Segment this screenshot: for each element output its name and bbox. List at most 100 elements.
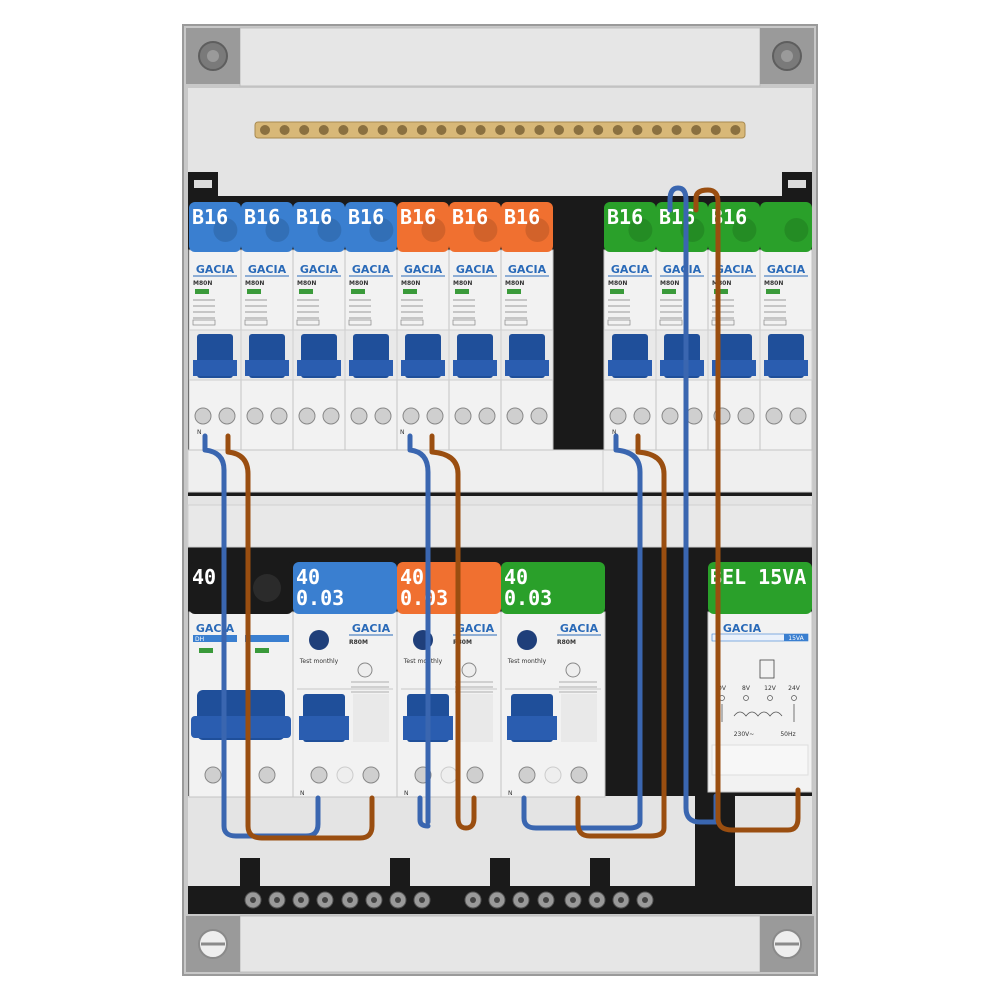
rcd-sensitivity: 0.03 [504,586,552,610]
busbar-hole [632,125,643,135]
busbar-hole [397,125,408,135]
neutral-label: N [300,790,305,797]
status-indicator [299,289,313,294]
cover-strip-middle [187,504,813,548]
terminal-screw [454,407,472,425]
neutral-terminal-bar [188,796,812,914]
breaker-rating: B16 [400,205,436,229]
terminal-screw [506,407,524,425]
busbar-hole [416,125,427,135]
test-button[interactable] [517,630,537,650]
breaker-brand: GACIA [456,263,495,276]
terminal-screw [350,407,368,425]
rcd-brand: GACIA [352,622,391,635]
busbar-hole [299,125,310,135]
busbar-hole [456,125,466,135]
breaker-model: M80N [453,280,472,287]
main-switch-model: DH [195,636,204,643]
cap-screw-cover [732,218,757,242]
rcd-sensitivity: 0.03 [296,586,344,610]
breaker-model: M80N [608,280,627,287]
rcd-brand: GACIA [456,622,495,635]
terminal-screw [374,407,392,425]
rcd-sensitivity: 0.03 [400,586,448,610]
tap-label: 0V [718,685,727,692]
rcd-model: R80M [557,639,576,646]
busbar-hole [436,125,447,135]
status-indicator [610,289,624,294]
wire [693,187,801,833]
cap-screw-cover [473,218,498,242]
status-indicator [455,289,469,294]
terminal-screw [322,407,340,425]
breaker-model: M80N [764,280,783,287]
breaker-brand: GACIA [404,263,443,276]
blank-space-lower [603,630,708,720]
rcd-brand: GACIA [560,622,599,635]
cap-screw-cover [628,218,653,242]
breaker-model: M80N [349,280,368,287]
cap-screw-cover [317,218,342,242]
neutral-label: N [508,790,513,797]
busbar-hole [495,125,506,135]
terminal-screw [789,407,807,425]
breaker-cap [656,202,708,252]
terminal-screw [426,407,444,425]
terminal-screw [362,766,380,784]
transformer-primary: 230V~ [734,731,755,738]
rcd-symbol [565,662,581,678]
rcd-rating: 40 [400,565,424,589]
busbar-hole [554,125,564,135]
test-button[interactable] [309,630,329,650]
rcd-test-label: Test monthly [299,658,339,665]
busbar-hole [279,125,290,135]
neutral-label: N [197,429,202,436]
cap-screw-cover [421,218,446,242]
breaker-cap [760,202,812,252]
status-indicator [255,648,269,653]
breaker-model: M80N [401,280,420,287]
cap-screw-cover [369,218,394,242]
terminal-screw [609,407,627,425]
busbar-hole [358,125,368,135]
breaker-brand: GACIA [196,263,235,276]
breaker-model: M80N [505,280,524,287]
busbar-hole [671,125,682,135]
busbar-hole [534,125,545,135]
earth-busbar [254,121,746,139]
main-switch-cap [189,562,293,614]
busbar-hole [475,125,486,135]
corner-screw-top-right [760,28,814,84]
status-indicator [662,289,676,294]
breaker-brand: GACIA [300,263,339,276]
rcd-model: R80M [349,639,368,646]
busbar-hole [573,125,584,135]
terminal-screw [570,766,588,784]
wire [575,433,667,839]
neutral-label: N [404,790,409,797]
corner-screw-bottom-left [186,916,240,972]
wire [521,433,643,831]
cap-screw-cover [784,218,809,242]
terminal-screw [246,407,264,425]
cap-screw-cover [525,218,550,242]
breaker-cap [604,202,656,252]
breaker-model: M80N [245,280,264,287]
blank-space-upper [552,270,604,370]
